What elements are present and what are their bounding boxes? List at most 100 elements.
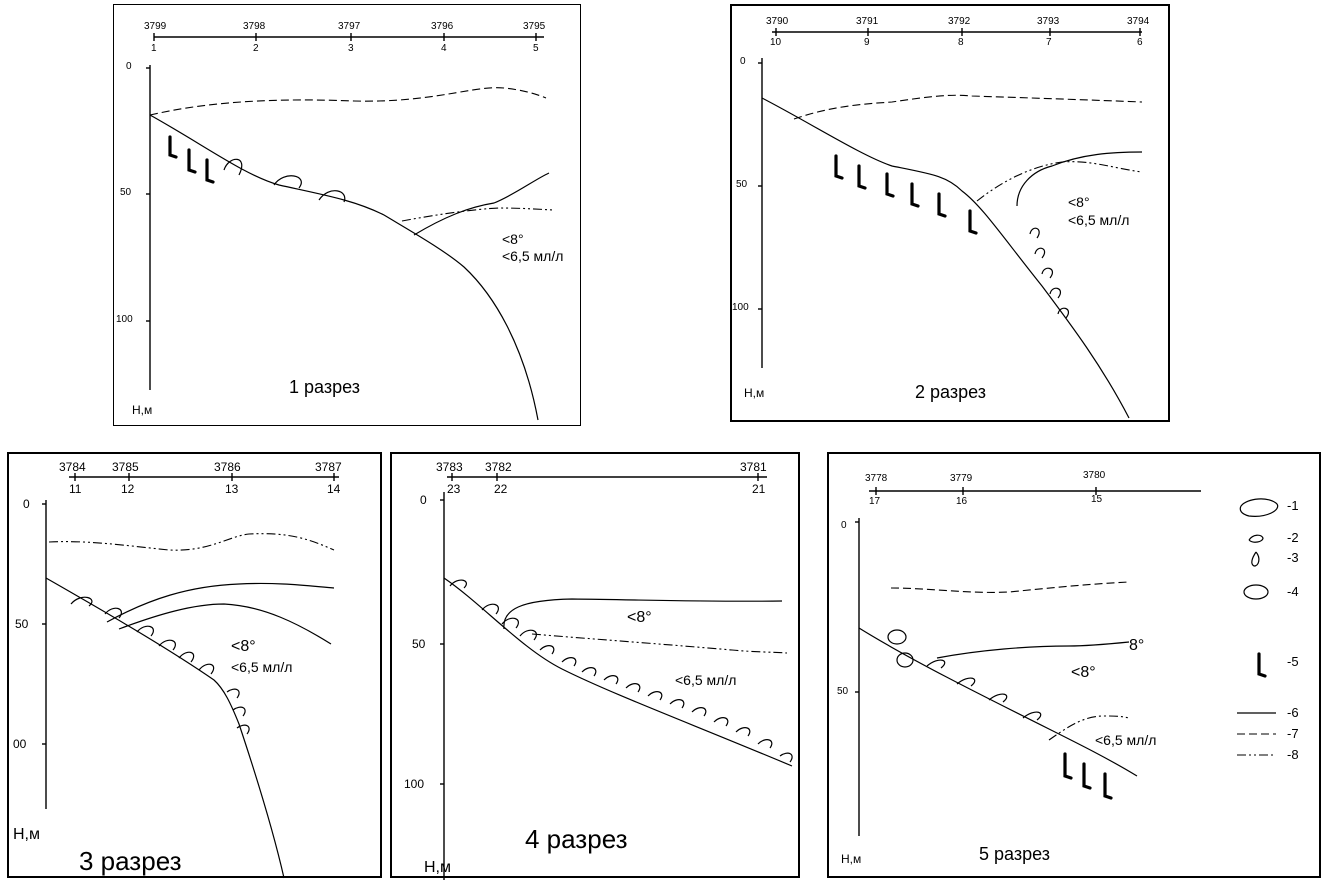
mineralization-dashdot-line (531, 633, 788, 654)
legend-symbol-1 (1239, 498, 1279, 517)
seep-ellipse (887, 629, 907, 645)
legend-symbol-4 (1243, 584, 1269, 600)
mineralization-dashdot-line (1048, 715, 1130, 741)
depth-tick-label: 100 (404, 777, 425, 791)
legend-symbol-2 (1248, 534, 1264, 543)
point-label: 13 (225, 482, 239, 496)
depth-axis-label: Н,м (13, 826, 40, 843)
legend-label: -5 (1287, 654, 1299, 669)
well-label: 3786 (214, 460, 241, 474)
well-label: 3779 (950, 473, 973, 484)
section-title: 2 разрез (915, 382, 986, 402)
well-label: 3798 (243, 21, 266, 32)
well-label: 3778 (865, 473, 888, 484)
well-label: 3796 (431, 21, 454, 32)
well-label: 3795 (523, 21, 546, 32)
ground-surface-line (761, 97, 1130, 419)
seep-symbols (70, 596, 250, 735)
section-5-drawing (855, 487, 1279, 836)
legend-label: -6 (1287, 705, 1299, 720)
point-label: 5 (533, 43, 539, 54)
spring-symbols (168, 135, 215, 184)
section-2-drawing (758, 28, 1143, 419)
isotherm-solid-line (936, 641, 1130, 659)
well-label: 3792 (948, 16, 971, 27)
seep-symbols (223, 158, 346, 203)
isotherm-solid-line (503, 598, 783, 630)
isotherm-dashed-line (890, 581, 1130, 593)
point-label: 21 (752, 482, 766, 496)
isotherm-dashed-line (793, 94, 1143, 120)
temperature-annotation: <8° (231, 638, 256, 655)
point-label: 7 (1046, 37, 1052, 48)
section-title: 4 разрез (525, 824, 628, 854)
well-label: 3797 (338, 21, 361, 32)
ground-surface-line (45, 577, 285, 879)
depth-tick-label: 0 (740, 56, 746, 67)
temperature-annotation: <8° (1071, 664, 1096, 681)
depth-tick-label: 50 (412, 637, 426, 651)
well-label: 3793 (1037, 16, 1060, 27)
depth-tick-label: 100 (116, 314, 133, 325)
section-5-panel: 3778 3779 3780 17 16 15 0 50 Н,м 8° <8° … (827, 452, 1321, 878)
mineralization-annotation: <6,5 мл/л (675, 672, 737, 688)
point-label: 15 (1091, 494, 1103, 505)
ground-surface-line (858, 627, 1138, 777)
mineralization-annotation: <6,5 мл/л (1068, 212, 1130, 228)
point-label: 6 (1137, 37, 1143, 48)
well-label: 3791 (856, 16, 879, 27)
point-label: 10 (770, 37, 782, 48)
point-label: 2 (253, 43, 259, 54)
depth-axis-label: Н,м (132, 403, 153, 417)
isotherm-solid-line (1016, 151, 1143, 207)
depth-axis-label: Н,м (744, 386, 765, 400)
temperature-annotation: <8° (502, 231, 524, 247)
legend-label: -1 (1287, 498, 1299, 513)
point-label: 14 (327, 482, 341, 496)
well-label: 3787 (315, 460, 342, 474)
well-label: 3784 (59, 460, 86, 474)
depth-tick-label: 0 (420, 493, 427, 507)
well-label: 3799 (144, 21, 167, 32)
section-3-panel: 3784 3785 3786 3787 11 12 13 14 0 50 00 … (7, 452, 382, 879)
point-label: 9 (864, 37, 870, 48)
point-label: 23 (447, 482, 461, 496)
well-label: 3782 (485, 460, 512, 474)
legend-label: -7 (1287, 726, 1299, 741)
mineralization-annotation: <6,5 мл/л (231, 659, 293, 675)
section-4-drawing (440, 473, 793, 880)
section-2-panel: 3790 3791 3792 3793 3794 10 9 8 7 6 0 50… (730, 4, 1170, 422)
legend-symbol-5 (1257, 652, 1267, 678)
spring-symbols (1063, 752, 1113, 800)
well-label: 3785 (112, 460, 139, 474)
depth-tick-label: 0 (841, 520, 847, 531)
ground-surface-line (149, 114, 539, 421)
isotherm-solid-line-2 (118, 603, 332, 645)
isotherm-solid-line (413, 172, 550, 236)
mineralization-dashdot-line (976, 161, 1143, 202)
depth-tick-label: 50 (736, 179, 748, 190)
seep-symbols (926, 659, 1042, 721)
depth-tick-label: 0 (126, 61, 132, 72)
section-title: 5 разрез (979, 844, 1050, 864)
section-1-panel: 3799 3798 3797 3796 3795 1 2 3 4 5 0 50 … (113, 4, 581, 426)
well-label: 3780 (1083, 470, 1106, 481)
mineralization-dashdot-line (401, 207, 555, 222)
section-1-drawing (146, 33, 555, 421)
mineralization-annotation: <6,5 мл/л (502, 248, 564, 264)
point-label: 1 (151, 43, 157, 54)
legend-label: -8 (1287, 747, 1299, 762)
point-label: 16 (956, 496, 968, 507)
isotherm-solid-line (106, 582, 335, 623)
legend-label: -2 (1287, 530, 1299, 545)
seep-ellipse (896, 652, 914, 668)
section-title: 3 разрез (79, 846, 182, 876)
ground-surface-line (443, 577, 793, 767)
depth-tick-label: 0 (23, 497, 30, 511)
seep-symbols (449, 579, 793, 763)
well-label: 3783 (436, 460, 463, 474)
section-4-panel: 3783 3782 3781 23 22 21 0 50 100 Н,м <8°… (390, 452, 800, 880)
depth-axis-label: Н,м (841, 852, 862, 866)
spring-symbols (834, 154, 978, 235)
point-label: 12 (121, 482, 135, 496)
